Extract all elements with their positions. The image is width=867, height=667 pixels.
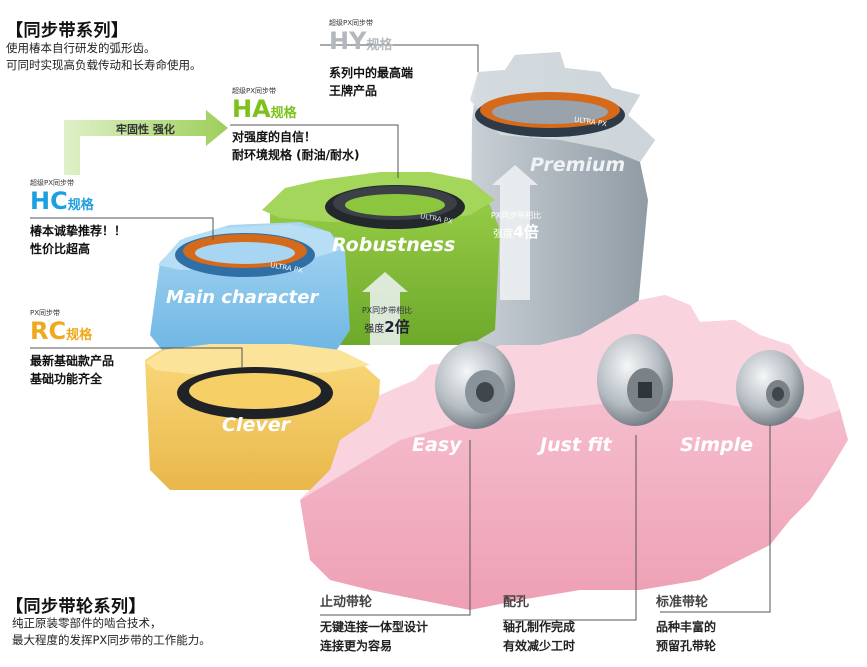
pulley-column-stop: 止动带轮 无键连接一体型设计 连接更为容易: [320, 591, 428, 656]
grade-rc-code: RC: [30, 317, 67, 345]
belt-ha: [325, 185, 465, 229]
pulley-simple: [736, 350, 804, 426]
label-robustness: Robustness: [332, 234, 456, 256]
grade-ha-code: HA: [232, 95, 271, 123]
pulley-column-bore-line2: 有效减少工时: [503, 639, 576, 653]
belt-hc: [175, 233, 315, 277]
belt-series-desc-line: 可同时实现高负载传动和长寿命使用。: [6, 58, 202, 72]
pulley-series-desc-line: 最大程度的发挥PX同步带的工作能力。: [12, 633, 211, 647]
pulley-column-stop-title: 止动带轮: [320, 595, 373, 610]
label-easy: Easy: [412, 434, 462, 456]
label-simple: Simple: [680, 434, 753, 456]
belt-series-title: 【同步带系列】: [6, 21, 129, 41]
belt-rc: [177, 367, 333, 419]
grade-hc-desc-2: 性价比超高: [30, 242, 91, 256]
grade-hc-desc-1: 椿本诚挚推荐！！: [30, 224, 127, 238]
pulley-easy: [435, 341, 515, 429]
grade-rc-suffix: 规格: [66, 328, 93, 343]
pulley-column-stop-line2: 连接更为容易: [320, 639, 393, 653]
grade-hc: 超级PX同步带 HC规格 椿本诚挚推荐！！ 性价比超高: [30, 178, 126, 258]
grade-rc-desc-1: 最新基础款产品: [30, 354, 115, 368]
strength-4x-line1: PX同步带相比: [490, 211, 542, 220]
pulley-series-description: 纯正原装零部件的啮合技术， 最大程度的发挥PX同步带的工作能力。: [12, 615, 211, 649]
grade-hc-suffix: 规格: [67, 198, 94, 213]
pulley-series-title: 【同步带轮系列】: [6, 597, 146, 617]
pulley-column-bore-line1: 轴孔制作完成: [503, 620, 576, 634]
label-clever: Clever: [222, 414, 290, 436]
grade-rc-desc-2: 基础功能齐全: [30, 372, 103, 386]
label-premium: Premium: [530, 154, 626, 176]
grade-hy-suffix: 规格: [366, 38, 393, 53]
grade-hy: 超级PX同步带 HY规格 系列中的最高端 王牌产品: [329, 18, 413, 100]
strength-callout-2x: PX同步带相比 强度2倍: [355, 305, 419, 337]
grade-ha-desc-2: 耐环境规格 (耐油/耐水): [232, 148, 360, 162]
grade-hc-tag: 超级PX同步带: [30, 179, 75, 187]
belt-hy: [475, 92, 625, 137]
belt-series-desc-line: 使用椿本自行研发的弧形齿。: [6, 41, 156, 55]
strength-4x-value: 4倍: [513, 223, 539, 241]
grade-ha-desc-1: 对强度的自信！: [232, 130, 317, 144]
strength-arrow-label: 牢固性 强化: [116, 123, 175, 136]
strength-2x-prefix: 强度: [364, 324, 385, 335]
grade-hy-code: HY: [329, 27, 367, 55]
grade-ha-suffix: 规格: [270, 106, 297, 121]
grade-rc: PX同步带 RC规格 最新基础款产品 基础功能齐全: [30, 308, 114, 388]
grade-hc-code: HC: [30, 187, 68, 215]
strength-2x-value: 2倍: [384, 318, 410, 336]
pulley-justfit: [597, 334, 673, 426]
grade-hy-tag: 超级PX同步带: [329, 19, 374, 27]
pulley-column-bore: 配孔 轴孔制作完成 有效减少工时: [503, 591, 575, 656]
pulley-column-standard-line1: 品种丰富的: [656, 620, 717, 634]
strength-4x-prefix: 强度: [493, 229, 514, 240]
grade-ha: 超级PX同步带 HA规格 对强度的自信！ 耐环境规格 (耐油/耐水): [232, 86, 360, 164]
pulley-column-standard-line2: 预留孔带轮: [656, 639, 717, 653]
pulley-series-desc-line: 纯正原装零部件的啮合技术，: [12, 616, 162, 630]
grade-ha-tag: 超级PX同步带: [232, 87, 277, 95]
pulley-column-stop-line1: 无键连接一体型设计: [320, 620, 429, 634]
pulley-column-bore-title: 配孔: [503, 595, 530, 610]
grade-hy-desc-2: 王牌产品: [329, 84, 378, 98]
belt-series-description: 使用椿本自行研发的弧形齿。 可同时实现高负载传动和长寿命使用。: [6, 40, 202, 74]
label-just-fit: Just fit: [540, 434, 612, 456]
grade-rc-tag: PX同步带: [30, 309, 61, 317]
strength-callout-4x: PX同步带相比 强度4倍: [484, 210, 548, 242]
label-main-character: Main character: [166, 287, 319, 308]
strength-2x-line1: PX同步带相比: [361, 306, 413, 315]
pulley-column-standard: 标准带轮 品种丰富的 预留孔带轮: [656, 591, 716, 656]
grade-hy-desc-1: 系列中的最高端: [329, 66, 414, 80]
pulley-column-standard-title: 标准带轮: [656, 595, 709, 610]
